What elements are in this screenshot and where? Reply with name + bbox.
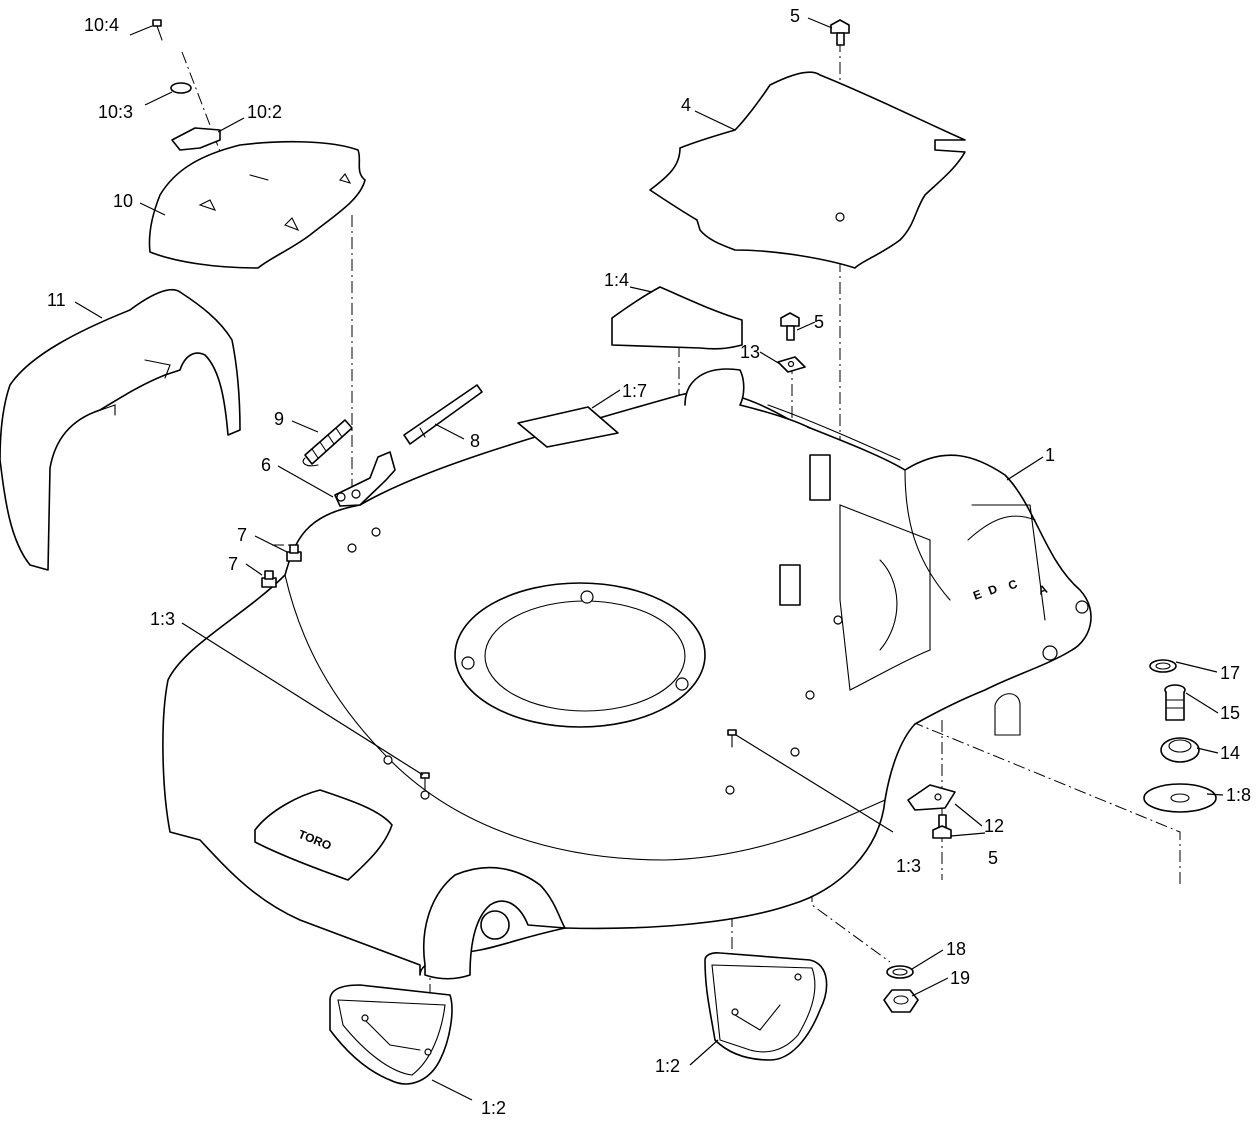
callout-10-3: 10:3 xyxy=(98,102,133,122)
torsion-spring xyxy=(302,419,353,467)
washer-1-8 xyxy=(1143,783,1217,813)
bolt-7-upper xyxy=(286,544,302,562)
rear-shield xyxy=(649,71,966,269)
cap-17 xyxy=(1149,659,1177,673)
callout-labels: 10:4 10:3 10:2 10 11 9 8 6 7 7 1:3 1:3 5… xyxy=(47,6,1251,1118)
callout-1-2-rear: 1:2 xyxy=(655,1056,680,1076)
callout-8: 8 xyxy=(470,431,480,451)
leader-lines xyxy=(74,17,1224,1101)
callout-1-3-right: 1:3 xyxy=(896,856,921,876)
screw-1-3-right xyxy=(727,729,737,748)
callout-5-bottom: 5 xyxy=(988,848,998,868)
door-bracket xyxy=(171,127,221,151)
bolt-5-top xyxy=(830,19,850,46)
callout-11: 11 xyxy=(47,290,66,310)
callout-1-2-front: 1:2 xyxy=(481,1098,506,1118)
callout-15: 15 xyxy=(1220,703,1240,723)
lock-washer-18 xyxy=(886,965,914,979)
screw-10-4 xyxy=(152,19,163,41)
hinge-bracket xyxy=(334,451,396,507)
bolt-7-lower xyxy=(261,570,277,588)
callout-1: 1 xyxy=(1045,445,1055,465)
callout-1-7: 1:7 xyxy=(622,381,647,401)
screw-1-3-left xyxy=(420,772,430,791)
callout-1-8: 1:8 xyxy=(1226,785,1251,805)
callout-5-middle: 5 xyxy=(814,312,824,332)
callout-18: 18 xyxy=(946,939,966,959)
callout-13: 13 xyxy=(740,342,760,362)
callout-17: 17 xyxy=(1220,663,1240,683)
nut-clip-13 xyxy=(777,356,806,373)
callout-14: 14 xyxy=(1220,743,1240,763)
callout-19: 19 xyxy=(950,968,970,988)
callout-9: 9 xyxy=(274,409,284,429)
rear-flap xyxy=(611,286,743,350)
discharge-door xyxy=(148,140,366,269)
washer-10-3 xyxy=(170,82,192,94)
callout-1-3-left: 1:3 xyxy=(150,609,175,629)
wheel-shield-rear xyxy=(704,952,828,1061)
callout-1-4: 1:4 xyxy=(604,270,629,290)
decal xyxy=(517,406,619,448)
bracket-12 xyxy=(907,784,956,811)
callout-7-upper: 7 xyxy=(237,525,247,545)
mower-deck: TORO E D C A xyxy=(162,368,1092,980)
hinge-rod xyxy=(403,384,483,445)
nut-19 xyxy=(883,989,919,1013)
callout-10-2: 10:2 xyxy=(247,102,282,122)
bolt-5-bottom xyxy=(932,814,952,839)
wheel-shield-front xyxy=(329,984,453,1085)
nut-14 xyxy=(1160,737,1200,763)
callout-10-4: 10:4 xyxy=(84,15,119,35)
callout-12: 12 xyxy=(984,816,1004,836)
discharge-chute xyxy=(0,288,241,571)
bolt-5-middle xyxy=(780,312,800,341)
callout-7-lower: 7 xyxy=(228,554,238,574)
callout-5-top: 5 xyxy=(790,6,800,26)
callout-10: 10 xyxy=(113,191,133,211)
callout-4: 4 xyxy=(681,95,691,115)
knob-15 xyxy=(1164,684,1186,721)
callout-6: 6 xyxy=(261,455,271,475)
